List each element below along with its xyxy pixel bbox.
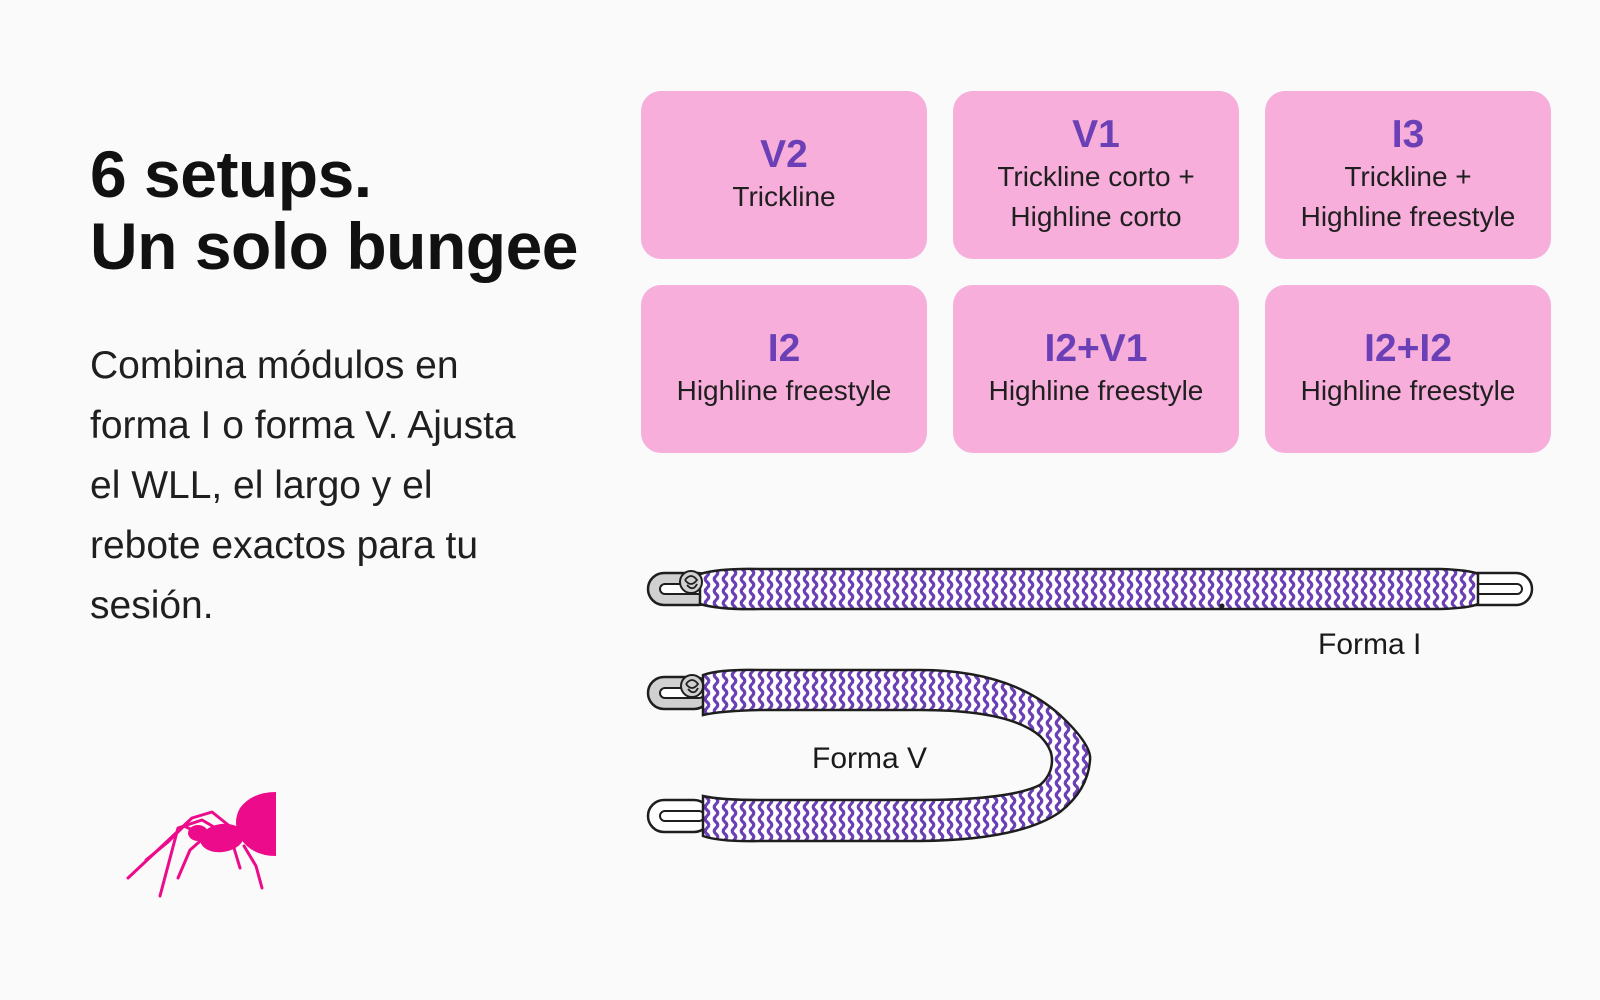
shackle-knot-icon [679,570,703,594]
setup-description: Trickline [732,181,836,212]
strap-stripes [698,567,1480,611]
setup-code: V2 [760,133,808,176]
headline: 6 setups. Un solo bungee [90,137,579,283]
forma-v-label: Forma V [812,742,928,775]
strap-end-slot [659,810,705,822]
setup-code: V1 [1072,113,1120,156]
forma-v-strap [646,668,1092,843]
setup-card-i2: I2 Highline freestyle [641,285,927,453]
setup-card-v1: V1 Trickline corto + Highline corto [953,91,1239,259]
setup-description: Highline freestyle [676,375,892,406]
strap-stripes [701,668,1092,843]
setup-code: I2+V1 [1044,327,1148,370]
shackle-knot-icon [680,674,704,698]
setup-card-i2-i2: I2+I2 Highline freestyle [1265,285,1551,453]
spider-logo-icon [126,792,276,898]
setup-code: I2 [767,327,801,370]
setup-code: I2+I2 [1364,327,1452,370]
forma-i-strap [646,567,1534,611]
setup-card-i3: I3 Trickline + Highline freestyle [1265,91,1551,259]
headline-line-2: Un solo bungee [90,209,579,283]
setup-description: Trickline + Highline freestyle [1300,161,1516,232]
setup-description: Trickline corto + Highline corto [997,161,1195,232]
setup-code: I3 [1391,113,1425,156]
headline-line-1: 6 setups. [90,137,372,211]
description-text: Combina módulos en forma I o forma V. Aj… [90,344,516,627]
setup-description: Highline freestyle [988,375,1204,406]
setup-card-i2-v1: I2+V1 Highline freestyle [953,285,1239,453]
forma-i-label: Forma I [1318,628,1422,661]
setup-description: Highline freestyle [1300,375,1516,406]
setup-card-v2: V2 Trickline [641,91,927,259]
